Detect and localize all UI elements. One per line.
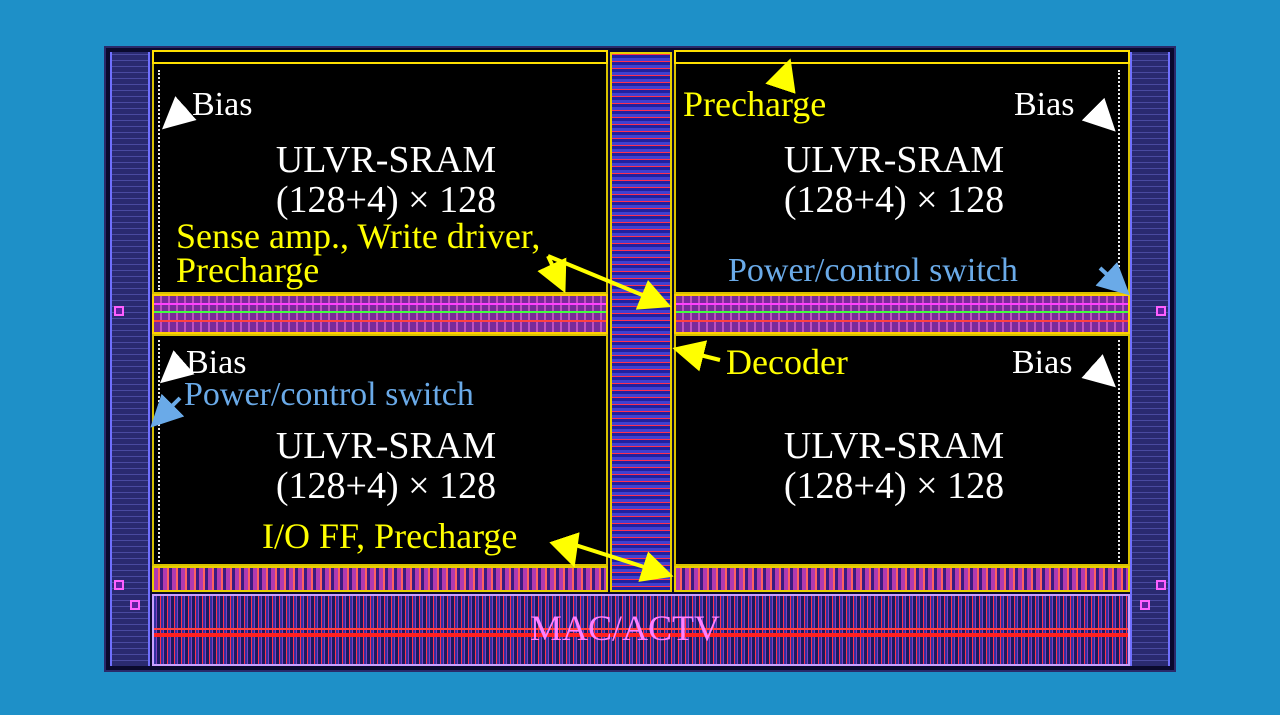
sram-label-bottom-right: ULVR-SRAM (128+4) × 128 bbox=[744, 426, 1044, 506]
sram-label-top-left: ULVR-SRAM (128+4) × 128 bbox=[236, 140, 536, 220]
pad bbox=[1156, 306, 1166, 316]
precharge-label: Precharge bbox=[683, 84, 827, 124]
bias-label-bottom-left: Bias bbox=[186, 344, 247, 381]
bias-line-left-bottom bbox=[158, 340, 160, 562]
sram-block-top-left bbox=[152, 50, 608, 294]
power-switch-label-bottom: Power/control switch bbox=[184, 376, 474, 413]
right-periphery bbox=[1130, 52, 1170, 666]
sram-name: ULVR-SRAM bbox=[783, 425, 1005, 467]
pad bbox=[114, 580, 124, 590]
sense-amp-label-line1: Sense amp., Write driver, bbox=[176, 216, 541, 256]
power-switch-label-top: Power/control switch bbox=[728, 252, 1018, 289]
io-ff-label: I/O FF, Precharge bbox=[262, 516, 518, 556]
pad bbox=[1156, 580, 1166, 590]
sram-size: (128+4) × 128 bbox=[783, 465, 1005, 507]
pad bbox=[114, 306, 124, 316]
sram-size: (128+4) × 128 bbox=[783, 179, 1005, 221]
bias-line-right-top bbox=[1118, 70, 1120, 290]
precharge-strip-top-right bbox=[674, 50, 1130, 64]
io-ff-strip-left bbox=[152, 566, 608, 592]
pad bbox=[1140, 600, 1150, 610]
sram-name: ULVR-SRAM bbox=[275, 139, 497, 181]
decoder-column bbox=[610, 52, 672, 592]
sense-amp-strip-left bbox=[152, 294, 608, 334]
sram-name: ULVR-SRAM bbox=[275, 425, 497, 467]
mac-actv-block bbox=[152, 594, 1130, 666]
sram-size: (128+4) × 128 bbox=[275, 465, 497, 507]
sense-amp-label-line2: Precharge bbox=[176, 250, 320, 290]
bias-label-top-right: Bias bbox=[1014, 86, 1075, 123]
sram-size: (128+4) × 128 bbox=[275, 179, 497, 221]
sram-label-top-right: ULVR-SRAM (128+4) × 128 bbox=[744, 140, 1044, 220]
sram-block-top-right bbox=[674, 50, 1130, 294]
bias-line-left-top bbox=[158, 70, 160, 290]
io-ff-strip-right bbox=[674, 566, 1130, 592]
sram-label-bottom-left: ULVR-SRAM (128+4) × 128 bbox=[236, 426, 536, 506]
left-periphery bbox=[110, 52, 150, 666]
sram-name: ULVR-SRAM bbox=[783, 139, 1005, 181]
decoder-label: Decoder bbox=[726, 342, 848, 382]
bias-line-right-bottom bbox=[1118, 340, 1120, 562]
sram-block-bottom-left bbox=[152, 334, 608, 566]
bias-label-bottom-right: Bias bbox=[1012, 344, 1073, 381]
pad bbox=[130, 600, 140, 610]
sense-amp-strip-right bbox=[674, 294, 1130, 334]
precharge-strip-top-left bbox=[152, 50, 608, 64]
mac-actv-label: MAC/ACTV bbox=[530, 608, 721, 648]
sram-block-bottom-right bbox=[674, 334, 1130, 566]
bias-label-top-left: Bias bbox=[192, 86, 253, 123]
